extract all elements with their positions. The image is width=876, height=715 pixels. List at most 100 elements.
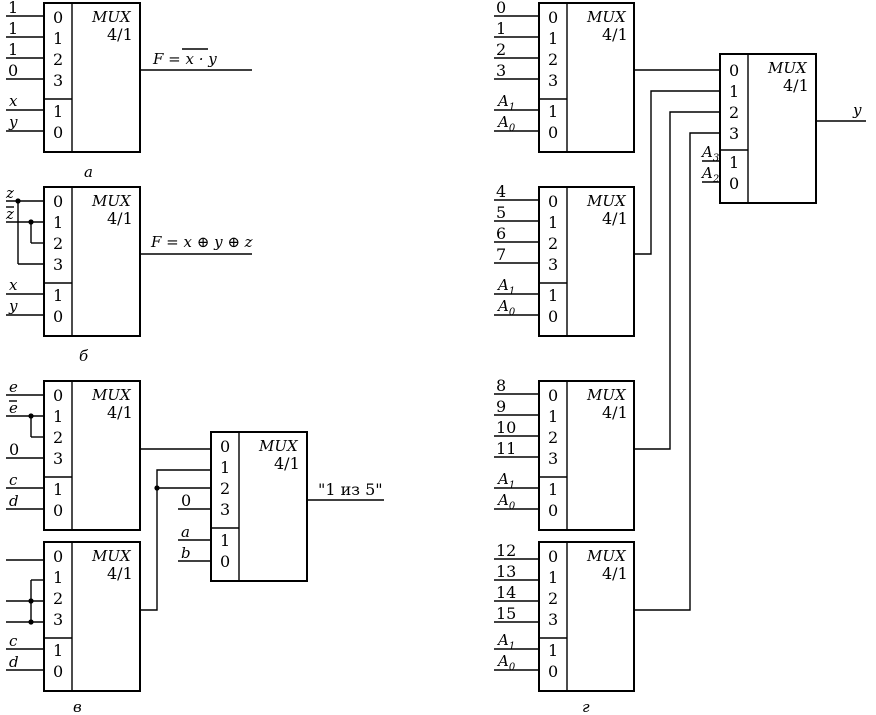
pin-s0: 0 — [548, 662, 558, 681]
pin-d1: 1 — [53, 407, 63, 426]
mux-ratio: 4/1 — [602, 209, 628, 228]
pin-s0: 0 — [548, 123, 558, 142]
diagram-g: MUX 4/1 0 1 2 3 1 0 0 1 2 3 A1 A0 MUX 4/… — [494, 0, 866, 715]
input-label: 0 — [181, 491, 191, 510]
pin-s0: 0 — [220, 552, 230, 571]
select-label-y: y — [8, 113, 18, 131]
mux-label: MUX — [91, 386, 132, 404]
pin-d0: 0 — [548, 8, 558, 27]
pin-d1: 1 — [548, 213, 558, 232]
mux-label: MUX — [586, 547, 627, 565]
pin-d3: 3 — [53, 255, 63, 274]
input-label: 1 — [8, 40, 18, 59]
pin-d1: 1 — [548, 29, 558, 48]
select-label-a0: A0 — [496, 113, 516, 134]
mux-ratio: 4/1 — [107, 25, 133, 44]
pin-d0: 0 — [53, 386, 63, 405]
pin-d1: 1 — [729, 82, 739, 101]
wire — [634, 132, 720, 611]
mux-label: MUX — [767, 59, 808, 77]
select-label-d: d — [9, 492, 19, 510]
pin-d2: 2 — [548, 428, 558, 447]
junction-dot — [154, 485, 160, 491]
input-label: 1 — [496, 19, 506, 38]
select-label-a1: A1 — [496, 92, 515, 113]
pin-d0: 0 — [548, 192, 558, 211]
pin-s1: 1 — [53, 641, 63, 660]
input-label: 13 — [496, 562, 516, 581]
pin-d1: 1 — [548, 407, 558, 426]
mux-label: MUX — [586, 192, 627, 210]
input-label: 1 — [8, 0, 18, 17]
pin-d3: 3 — [53, 71, 63, 90]
pin-d3: 3 — [53, 610, 63, 629]
wire — [140, 487, 211, 611]
pin-d0: 0 — [53, 547, 63, 566]
input-label: 0 — [8, 61, 18, 80]
pin-s0: 0 — [53, 662, 63, 681]
input-label: 4 — [496, 182, 506, 201]
input-label: 11 — [496, 439, 516, 458]
pin-d2: 2 — [548, 50, 558, 69]
input-label-not-e: e — [9, 399, 18, 417]
pin-d2: 2 — [53, 234, 63, 253]
pin-d2: 2 — [53, 50, 63, 69]
mux-ratio: 4/1 — [107, 564, 133, 583]
output-label: "1 из 5" — [318, 480, 383, 499]
diagram-a: MUX 4/1 0 1 2 3 1 0 1 1 1 0 x y F = x · … — [6, 0, 252, 181]
pin-s0: 0 — [729, 174, 739, 193]
pin-s1: 1 — [548, 641, 558, 660]
wire — [634, 111, 720, 450]
wire — [634, 90, 720, 255]
pin-d1: 1 — [53, 213, 63, 232]
caption-a: а — [84, 163, 93, 181]
diagram-b: MUX 4/1 0 1 2 3 1 0 z z x y F = x ⊕ y ⊕ … — [5, 184, 253, 365]
pin-d2: 2 — [548, 589, 558, 608]
pin-s1: 1 — [729, 153, 739, 172]
wire — [156, 469, 211, 488]
mux-block-v-top — [43, 380, 141, 531]
select-label-a: a — [181, 523, 190, 541]
select-label-x: x — [9, 92, 18, 110]
select-label-c: c — [9, 632, 18, 650]
pin-s0: 0 — [548, 307, 558, 326]
pin-d1: 1 — [548, 568, 558, 587]
mux-block-g-final — [719, 53, 817, 204]
select-label-a0: A0 — [496, 491, 516, 512]
pin-d2: 2 — [220, 479, 230, 498]
mux-block-a — [43, 2, 141, 153]
pin-s1: 1 — [548, 480, 558, 499]
mux-block-g-2 — [538, 186, 635, 337]
pin-d0: 0 — [53, 8, 63, 27]
pin-d3: 3 — [220, 500, 230, 519]
pin-d1: 1 — [220, 458, 230, 477]
pin-d2: 2 — [53, 428, 63, 447]
input-label: 0 — [496, 0, 506, 17]
output-formula: F = x · y — [152, 50, 217, 68]
pin-d0: 0 — [729, 61, 739, 80]
junction-dot — [28, 219, 34, 225]
input-label: 7 — [496, 245, 506, 264]
select-label-a3: A3 — [700, 143, 719, 164]
mux-ratio: 4/1 — [602, 403, 628, 422]
output-formula: F = x ⊕ y ⊕ z — [150, 233, 253, 251]
mux-ratio: 4/1 — [602, 564, 628, 583]
mux-label: MUX — [91, 8, 132, 26]
input-label: 9 — [496, 397, 506, 416]
mux-block-g-4 — [538, 541, 635, 692]
mux-ratio: 4/1 — [783, 76, 809, 95]
pin-d3: 3 — [548, 71, 558, 90]
select-label-a1: A1 — [496, 276, 515, 297]
input-label: 8 — [496, 376, 506, 395]
input-label: 1 — [8, 19, 18, 38]
select-label-a0: A0 — [496, 652, 516, 673]
input-label: 3 — [496, 61, 506, 80]
input-label-e: e — [9, 378, 18, 396]
select-label-d: d — [9, 653, 19, 671]
junction-dot — [28, 413, 34, 419]
pin-d2: 2 — [548, 234, 558, 253]
select-label-a0: A0 — [496, 297, 516, 318]
mux-label: MUX — [91, 192, 132, 210]
pin-d3: 3 — [729, 124, 739, 143]
